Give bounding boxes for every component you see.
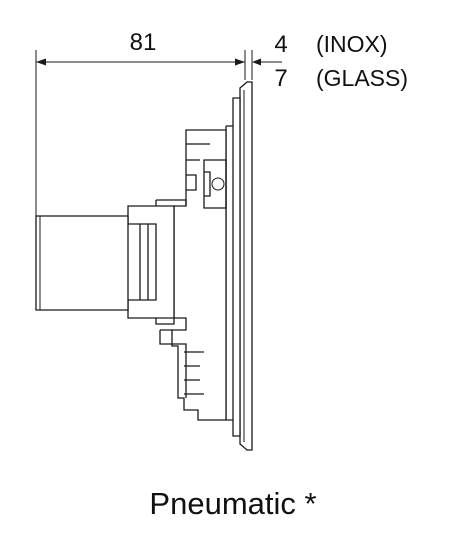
clip-detail bbox=[203, 159, 227, 209]
depth-value: 81 bbox=[130, 29, 157, 56]
clip-tab bbox=[204, 171, 211, 197]
glass-thickness: 7 bbox=[274, 65, 287, 92]
housing-body bbox=[171, 129, 227, 421]
screw-icon bbox=[211, 177, 225, 191]
device-profile bbox=[35, 81, 253, 451]
housing-ribs-top bbox=[186, 143, 210, 191]
mounting-frame bbox=[232, 97, 241, 437]
depth-dimension: 81 bbox=[35, 29, 246, 216]
connector-neck bbox=[127, 205, 175, 319]
connector-inner bbox=[139, 224, 149, 300]
clip-outline bbox=[203, 159, 227, 209]
inox-label: (INOX) bbox=[316, 31, 388, 57]
depth-arrow-left bbox=[36, 58, 46, 66]
housing-lower-step bbox=[159, 329, 187, 398]
connector-flange-top bbox=[155, 199, 187, 206]
cover-plate bbox=[239, 81, 253, 451]
glass-label: (GLASS) bbox=[316, 65, 408, 91]
caption: Pneumatic * bbox=[149, 486, 316, 521]
connector-flange-bottom bbox=[155, 318, 175, 325]
housing-ribs-bottom bbox=[184, 351, 204, 395]
inox-thickness: 4 bbox=[274, 31, 287, 58]
depth-arrow-right bbox=[235, 58, 245, 66]
pneumatic-body bbox=[35, 215, 129, 311]
plate-arrow bbox=[252, 58, 261, 66]
mounting-frame-step bbox=[225, 125, 233, 421]
plate-thickness-dimension: 4 7 (INOX) (GLASS) bbox=[251, 31, 408, 92]
